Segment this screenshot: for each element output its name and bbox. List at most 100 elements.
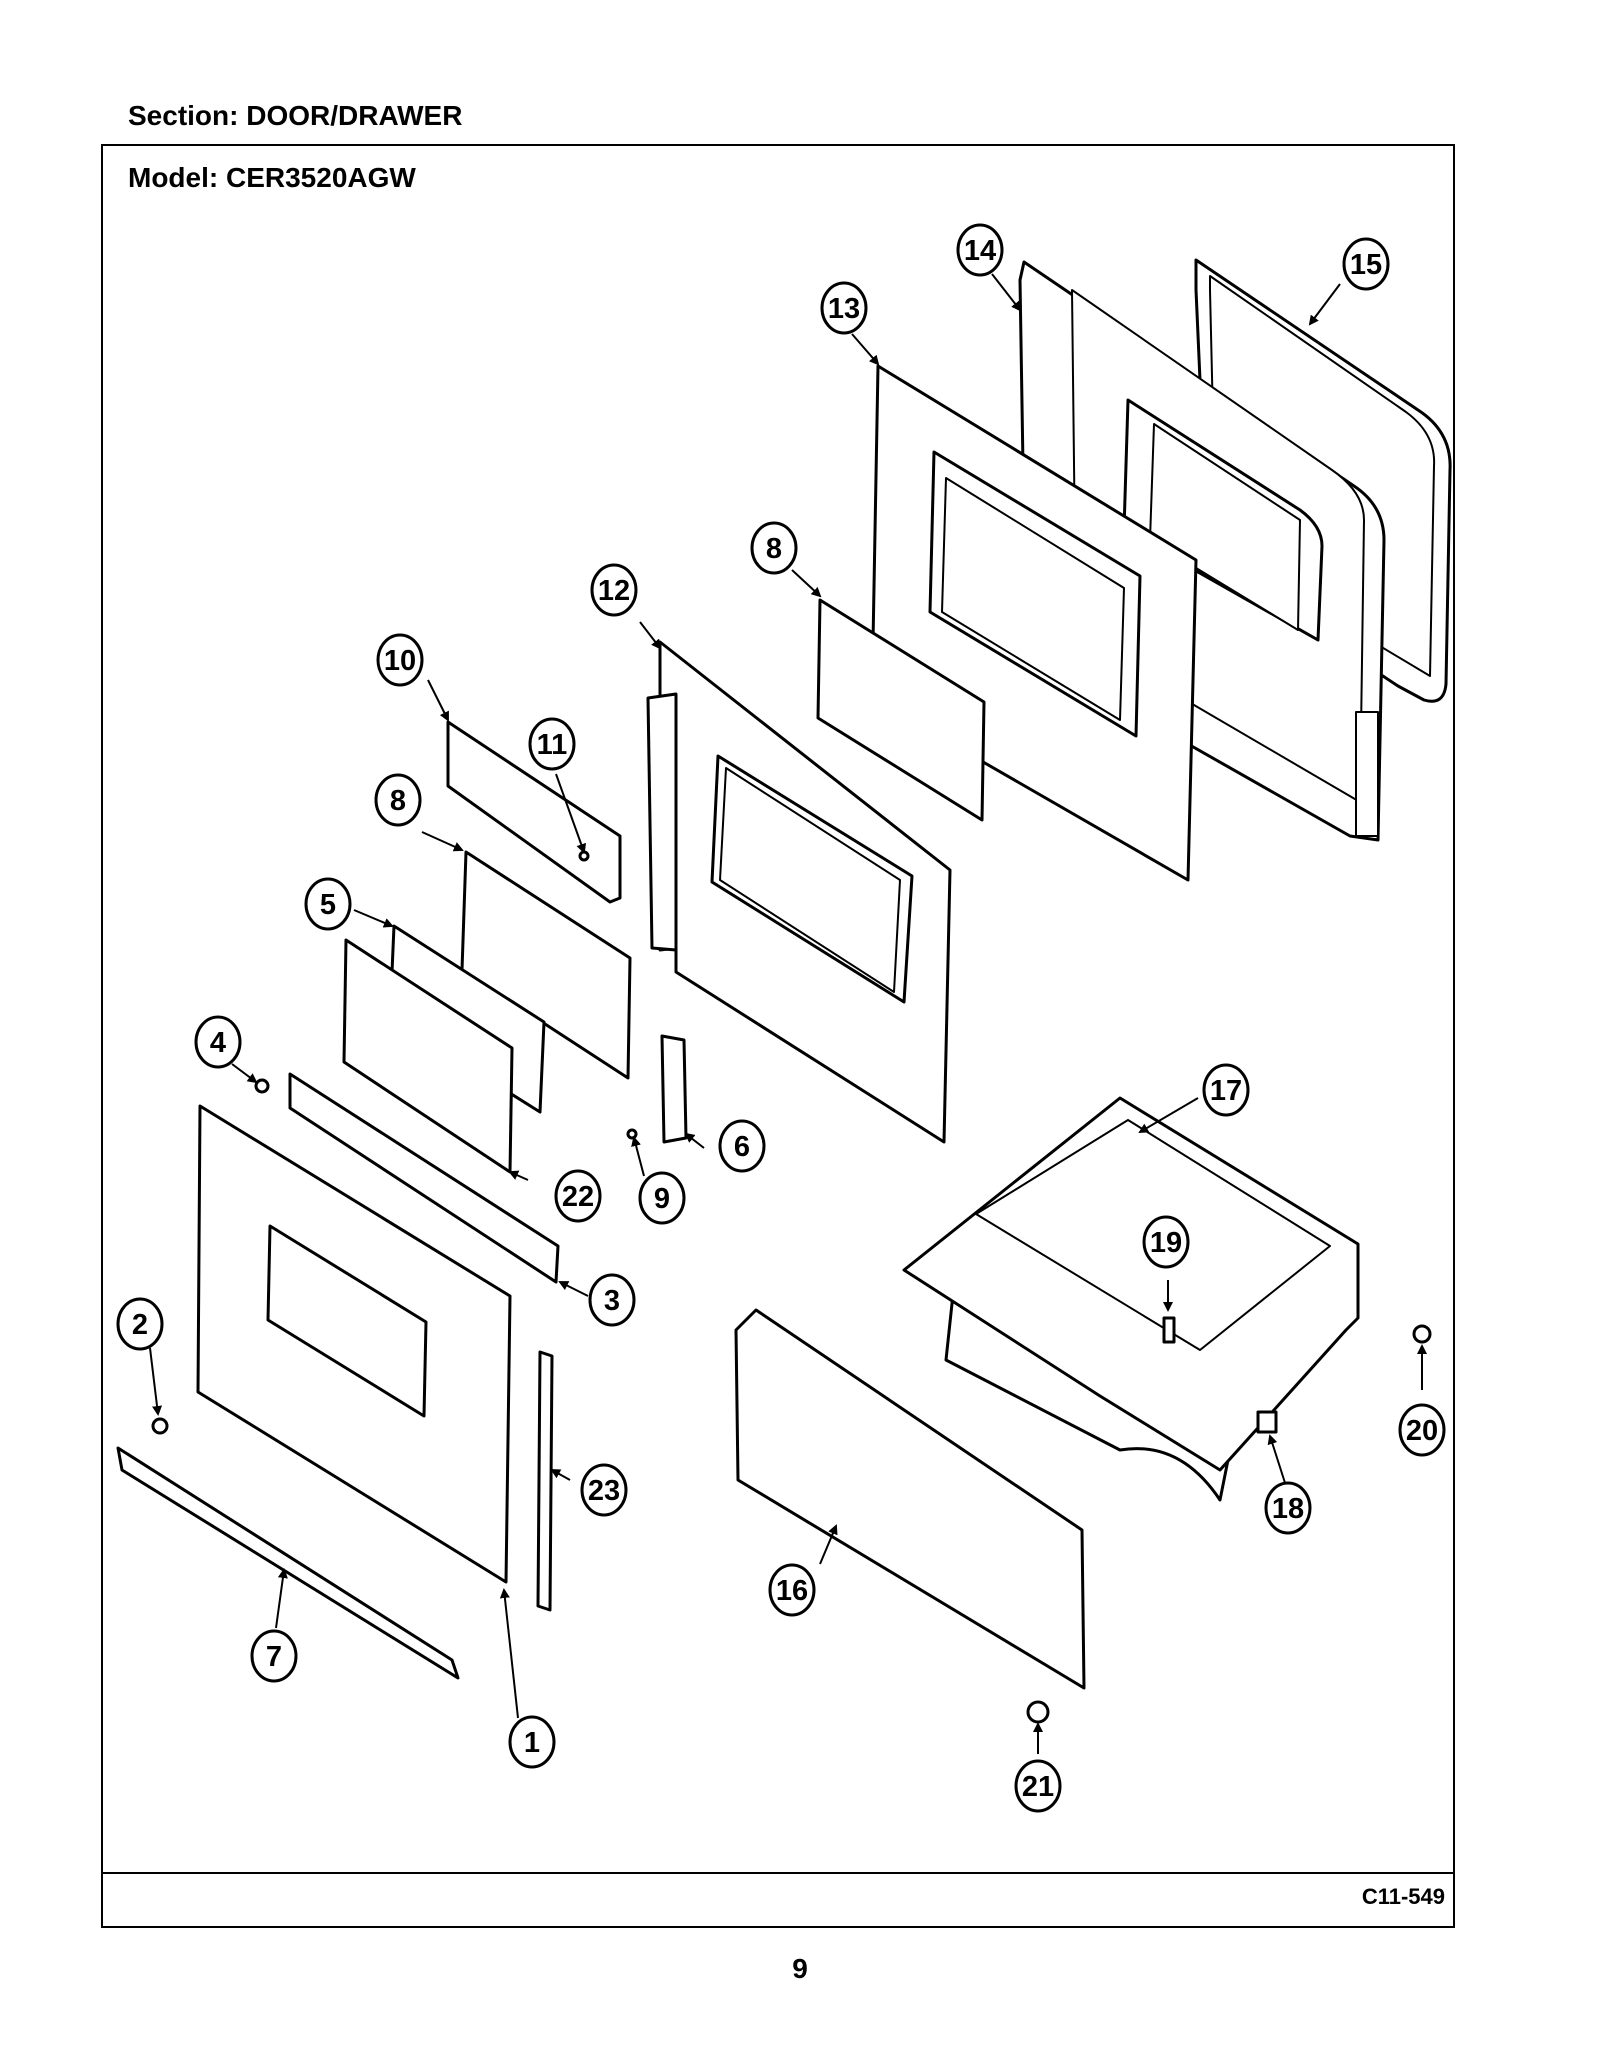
- part-outer-door: [196, 1104, 512, 1584]
- callout-label: 3: [604, 1285, 620, 1317]
- callout-label: 8: [390, 785, 406, 817]
- callout-circle: [580, 1463, 628, 1517]
- callout-circle: [638, 1171, 686, 1225]
- callout-15: 15: [1342, 237, 1390, 291]
- part-drawer-front: [734, 1308, 1086, 1690]
- callout-circle: [1142, 1215, 1190, 1269]
- callout-4: 4: [194, 1015, 242, 1069]
- callout-circle: [528, 717, 576, 771]
- callout-label: 13: [828, 293, 860, 325]
- part-bumper-21: [1026, 1700, 1050, 1724]
- callout-circle: [1014, 1759, 1062, 1813]
- callout-label: 9: [654, 1183, 670, 1215]
- callout-label: 11: [537, 729, 568, 761]
- part-handle-trim: [116, 1446, 460, 1680]
- callout-label: 22: [562, 1181, 594, 1213]
- callout-11: 11: [528, 717, 576, 771]
- part-screw-11: [578, 850, 590, 862]
- callout-10: 10: [376, 633, 424, 687]
- callout-8b: 8: [374, 773, 422, 827]
- part-screw-4: [254, 1078, 270, 1094]
- part-door-panel: [870, 364, 1198, 882]
- callout-label: 18: [1272, 1493, 1304, 1525]
- callout-label: 6: [734, 1131, 750, 1163]
- callout-label: 8: [766, 533, 782, 565]
- callout-circle: [750, 521, 798, 575]
- part-drawer-box: [902, 1096, 1360, 1502]
- callout-label: 20: [1406, 1415, 1438, 1447]
- part-glass-lower: [460, 850, 632, 1080]
- callout-circle: [820, 281, 868, 335]
- callout-2: 2: [116, 1297, 164, 1351]
- callout-circle: [590, 563, 638, 617]
- callout-label: 10: [384, 645, 416, 677]
- callout-label: 5: [320, 889, 336, 921]
- callout-label: 4: [210, 1027, 226, 1059]
- callout-19: 19: [1142, 1215, 1190, 1269]
- callout-5: 5: [304, 877, 352, 931]
- callout-circle: [1202, 1063, 1250, 1117]
- callout-label: 2: [132, 1309, 148, 1341]
- model-title: Model: CER3520AGW: [128, 162, 416, 193]
- part-side-trim: [536, 1350, 554, 1612]
- callout-20: 20: [1398, 1403, 1446, 1457]
- part-screw-9: [626, 1128, 638, 1140]
- callout-8a: 8: [750, 521, 798, 575]
- callout-label: 15: [1350, 249, 1382, 281]
- callout-circle: [554, 1169, 602, 1223]
- part-door-frame: [646, 640, 952, 1144]
- callout-label: 1: [524, 1727, 540, 1759]
- callout-1: 1: [508, 1715, 556, 1769]
- callout-label: 16: [776, 1575, 808, 1607]
- callout-label: 7: [266, 1641, 282, 1673]
- callout-circle: [250, 1629, 298, 1683]
- diagram-frame: [101, 144, 1455, 1928]
- callout-6: 6: [718, 1119, 766, 1173]
- callout-circle: [194, 1015, 242, 1069]
- callout-label: 14: [964, 235, 996, 267]
- page-number: 9: [792, 1953, 808, 1984]
- callout-label: 23: [588, 1475, 620, 1507]
- callout-label: 17: [1210, 1075, 1242, 1107]
- part-hinge: [660, 1034, 688, 1144]
- part-bumper-20: [1412, 1324, 1432, 1344]
- part-nut-2: [151, 1417, 169, 1435]
- part-screw-19: [1162, 1316, 1176, 1344]
- callout-9: 9: [638, 1171, 686, 1225]
- callout-23: 23: [580, 1463, 628, 1517]
- callout-14: 14: [956, 223, 1004, 277]
- callout-18: 18: [1264, 1481, 1312, 1535]
- callout-17: 17: [1202, 1063, 1250, 1117]
- callout-circle: [374, 773, 422, 827]
- part-hinge-bracket: [446, 720, 622, 904]
- callout-circle: [1342, 237, 1390, 291]
- callout-circle: [956, 223, 1004, 277]
- footer-divider: [101, 1872, 1455, 1874]
- callout-12: 12: [590, 563, 638, 617]
- callout-circle: [376, 633, 424, 687]
- diagram-code: C11-549: [1361, 1884, 1445, 1909]
- callout-circle: [588, 1273, 636, 1327]
- callout-circle: [768, 1563, 816, 1617]
- part-clip-18: [1256, 1410, 1278, 1434]
- callout-13: 13: [820, 281, 868, 335]
- callout-circle: [304, 877, 352, 931]
- callout-label: 21: [1022, 1771, 1054, 1803]
- callout-circle: [1398, 1403, 1446, 1457]
- callout-label: 12: [598, 575, 630, 607]
- callout-label: 19: [1150, 1227, 1182, 1259]
- part-glass-upper: [816, 598, 986, 822]
- callout-22: 22: [554, 1169, 602, 1223]
- callout-7: 7: [250, 1629, 298, 1683]
- section-title: Section: DOOR/DRAWER: [128, 100, 463, 131]
- callout-circle: [1264, 1481, 1312, 1535]
- callout-circle: [508, 1715, 556, 1769]
- callout-16: 16: [768, 1563, 816, 1617]
- callout-circle: [718, 1119, 766, 1173]
- callout-circle: [116, 1297, 164, 1351]
- leader-lines: [149, 273, 1427, 1754]
- callout-21: 21: [1014, 1759, 1062, 1813]
- callout-3: 3: [588, 1273, 636, 1327]
